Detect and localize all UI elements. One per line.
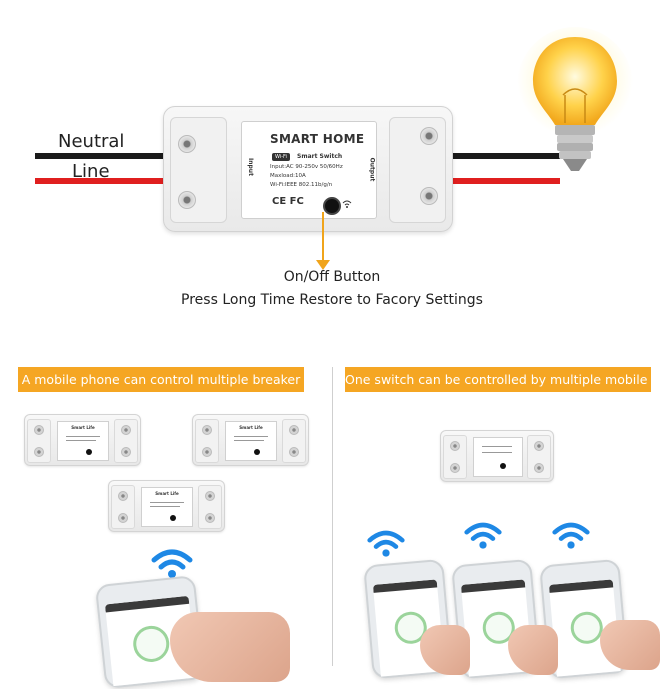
line-wire [35, 178, 165, 184]
mini-label: Smart Life [71, 425, 95, 430]
wifi-signal-icon [367, 530, 405, 557]
input-side-label: Input [247, 158, 254, 176]
smart-switch-device: SMART HOME Wi-Fi Smart Switch Input:AC 9… [163, 106, 453, 232]
line-label: Line [72, 161, 110, 182]
restore-caption: Press Long Time Restore to Facory Settin… [181, 292, 483, 308]
power-icon[interactable] [131, 624, 172, 664]
on-off-button[interactable] [323, 197, 341, 215]
input-endcap [170, 117, 227, 223]
device-label: SMART HOME Wi-Fi Smart Switch Input:AC 9… [241, 121, 377, 219]
spec-input: Input:AC 90-250v 50/60Hz [270, 164, 343, 170]
light-bulb-icon [517, 27, 633, 171]
wifi-signal-icon [552, 522, 590, 549]
arrow-down-icon [316, 260, 330, 270]
neutral-label: Neutral [58, 131, 125, 152]
certification-marks: CE FC [272, 196, 304, 207]
screw-icon [178, 191, 196, 209]
mini-switch: Smart Life [192, 414, 309, 466]
mini-switch: Smart Life [24, 414, 141, 466]
panel-divider [332, 367, 333, 666]
screw-icon [420, 187, 438, 205]
switch-name: Smart Switch [297, 153, 343, 160]
callout-line [322, 212, 324, 264]
mini-label: Smart Life [239, 425, 263, 430]
hand-image [170, 612, 290, 682]
output-side-label: Output [368, 157, 376, 182]
screw-icon [178, 135, 196, 153]
hand-image [600, 620, 660, 670]
right-banner: One switch can be controlled by multiple… [345, 367, 651, 392]
brand-name: SMART HOME [270, 132, 365, 146]
spec-maxload: Maxload:10A [270, 173, 306, 179]
mini-label: Smart Life [155, 491, 179, 496]
power-icon[interactable] [569, 610, 605, 646]
neutral-wire [35, 153, 165, 159]
wifi-signal-icon [464, 522, 502, 549]
wifi-tag: Wi-Fi [272, 153, 290, 161]
left-banner: A mobile phone can control multiple brea… [18, 367, 304, 392]
spec-wifi: Wi-Fi:IEEE 802.11b/g/n [270, 182, 333, 188]
output-neutral-wire [448, 153, 560, 159]
wifi-icon [342, 200, 352, 208]
wifi-signal-icon [151, 549, 193, 578]
mini-switch: Smart Life [108, 480, 225, 532]
screw-icon [420, 127, 438, 145]
button-caption: On/Off Button [283, 269, 381, 285]
output-line-wire [448, 178, 560, 184]
mini-switch [440, 430, 554, 482]
